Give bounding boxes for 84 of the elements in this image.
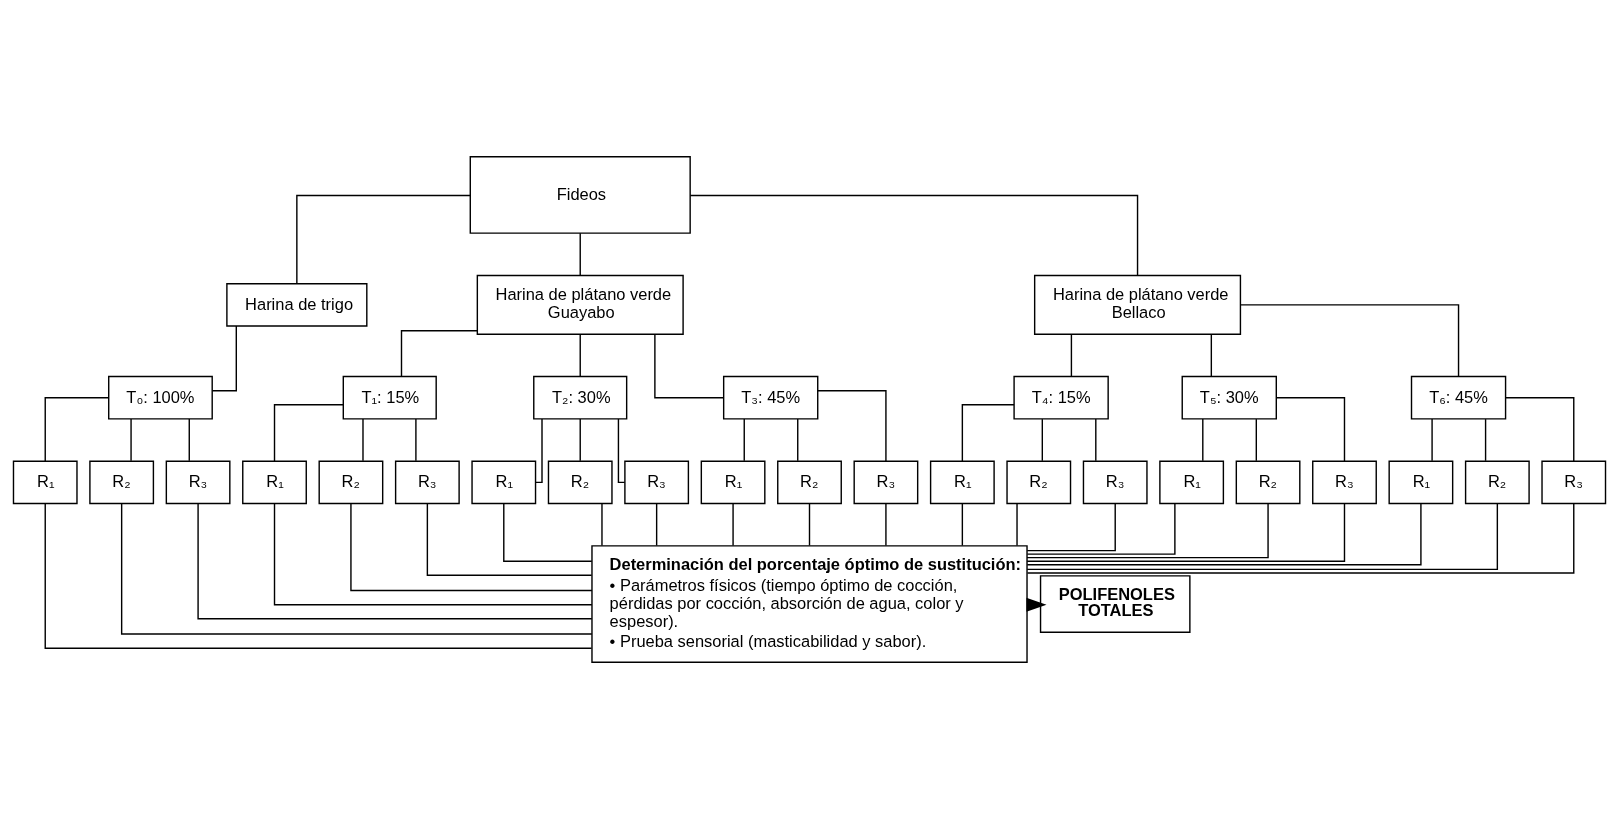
node-box: T₀: 100%	[108, 375, 213, 420]
node-box: R₂	[1464, 460, 1530, 504]
connector	[961, 502, 964, 546]
node-box: R₂	[547, 460, 613, 504]
node-box: R₃	[853, 460, 919, 504]
node-box: R₁	[471, 460, 537, 504]
node-box: R₁	[12, 460, 78, 504]
connector	[817, 389, 887, 462]
connector	[1041, 417, 1043, 461]
connector	[1255, 417, 1257, 461]
connector	[655, 502, 658, 546]
connector	[732, 502, 734, 546]
node-box: T₃: 45%	[722, 375, 819, 420]
connector	[362, 417, 364, 461]
node-box: R₁	[1388, 460, 1454, 504]
node-box: T₂: 30%	[533, 375, 628, 420]
connector	[689, 194, 1139, 276]
connector	[579, 333, 581, 377]
connector	[1026, 502, 1346, 562]
connector	[1026, 502, 1575, 574]
connector	[197, 502, 593, 619]
node-box: Fideos	[469, 155, 691, 234]
connector	[273, 502, 593, 605]
connector	[400, 329, 478, 377]
connector	[1026, 502, 1499, 570]
connector	[426, 502, 593, 576]
connector	[1484, 417, 1487, 461]
connector	[1210, 333, 1213, 377]
node-box: R₂	[777, 460, 842, 504]
connector	[808, 502, 811, 546]
node-box: R₂	[89, 460, 155, 504]
node-box: R₂	[1235, 460, 1301, 504]
node-box: R₁	[1159, 460, 1225, 504]
connector	[1095, 417, 1097, 461]
connector	[579, 417, 581, 461]
connector	[617, 417, 626, 483]
connector	[1239, 303, 1460, 377]
node-box: POLIFENOLES TOTALES	[1039, 574, 1191, 633]
node-box: R₁	[242, 460, 307, 504]
node-box: R₃	[624, 460, 690, 504]
node-box: R₃	[1082, 460, 1148, 504]
connector	[961, 403, 1015, 462]
node-box: T₅: 30%	[1181, 375, 1277, 420]
node-box: Harina de plátano verde Guayabo	[476, 274, 684, 335]
node-box: Harina de trigo	[226, 282, 368, 327]
connector	[797, 417, 799, 461]
connector	[1070, 333, 1073, 377]
connector	[120, 502, 593, 635]
node-box: R₂	[1006, 460, 1072, 504]
connector	[579, 232, 581, 276]
connector	[350, 502, 593, 591]
connector	[1202, 417, 1204, 461]
node-box: Harina de plátano verde Bellaco	[1033, 274, 1242, 335]
node-box: R₃	[394, 460, 460, 504]
connector	[1016, 502, 1018, 546]
node-box: R₁	[700, 460, 766, 504]
connector	[654, 333, 725, 398]
connector	[885, 502, 887, 546]
connector	[601, 502, 603, 546]
connector	[1026, 502, 1116, 551]
node-box: R₂	[318, 460, 384, 504]
connector	[211, 324, 237, 391]
connector	[273, 403, 344, 462]
connector	[44, 396, 110, 462]
node-box: T₁: 15%	[342, 375, 437, 420]
connector	[1026, 502, 1422, 565]
connector	[1026, 502, 1269, 558]
node-box: T₄: 15%	[1013, 375, 1109, 420]
connector	[188, 417, 190, 461]
node-box: T₆: 45%	[1410, 375, 1507, 420]
node-box: R₃	[1541, 460, 1607, 504]
connector	[1431, 417, 1433, 461]
connector	[503, 502, 593, 562]
connector	[1275, 396, 1346, 462]
node-box: R₃	[1312, 460, 1377, 504]
connector	[130, 417, 132, 461]
connector	[415, 417, 417, 461]
connector	[1505, 396, 1575, 462]
connector	[44, 502, 593, 649]
connector	[743, 417, 745, 461]
node-box: R₁	[929, 460, 995, 504]
connector	[1026, 502, 1176, 555]
node-box: R₃	[165, 460, 231, 504]
connector	[296, 194, 471, 284]
